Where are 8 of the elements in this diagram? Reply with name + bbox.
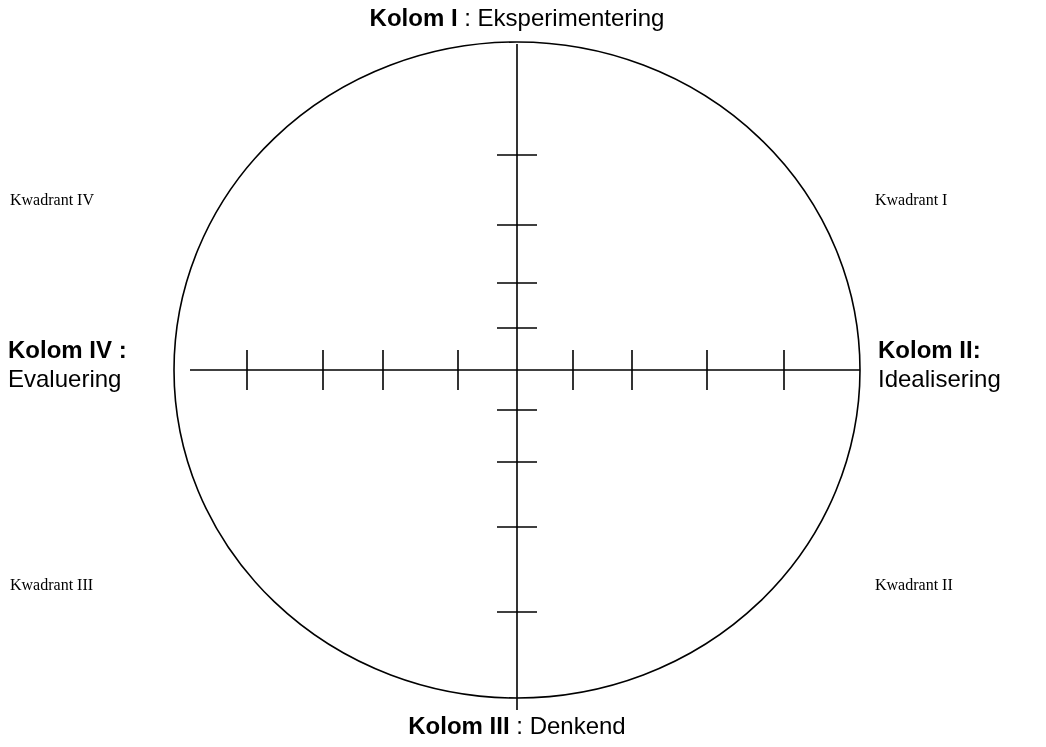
column-heading: Kolom IV : Evaluering — [8, 336, 128, 394]
quadrant-label: Kwadrant IV — [10, 190, 94, 210]
column-heading: Kolom I : Eksperimentering — [369, 4, 665, 33]
quadrant-label: Kwadrant III — [10, 575, 94, 595]
column-heading: Kolom III : Denkend — [408, 712, 626, 741]
quadrant-label: Kwadrant I — [875, 190, 948, 210]
column-heading: Kolom II: Idealisering — [878, 336, 1002, 394]
quadrant-label: Kwadrant II — [875, 575, 953, 595]
